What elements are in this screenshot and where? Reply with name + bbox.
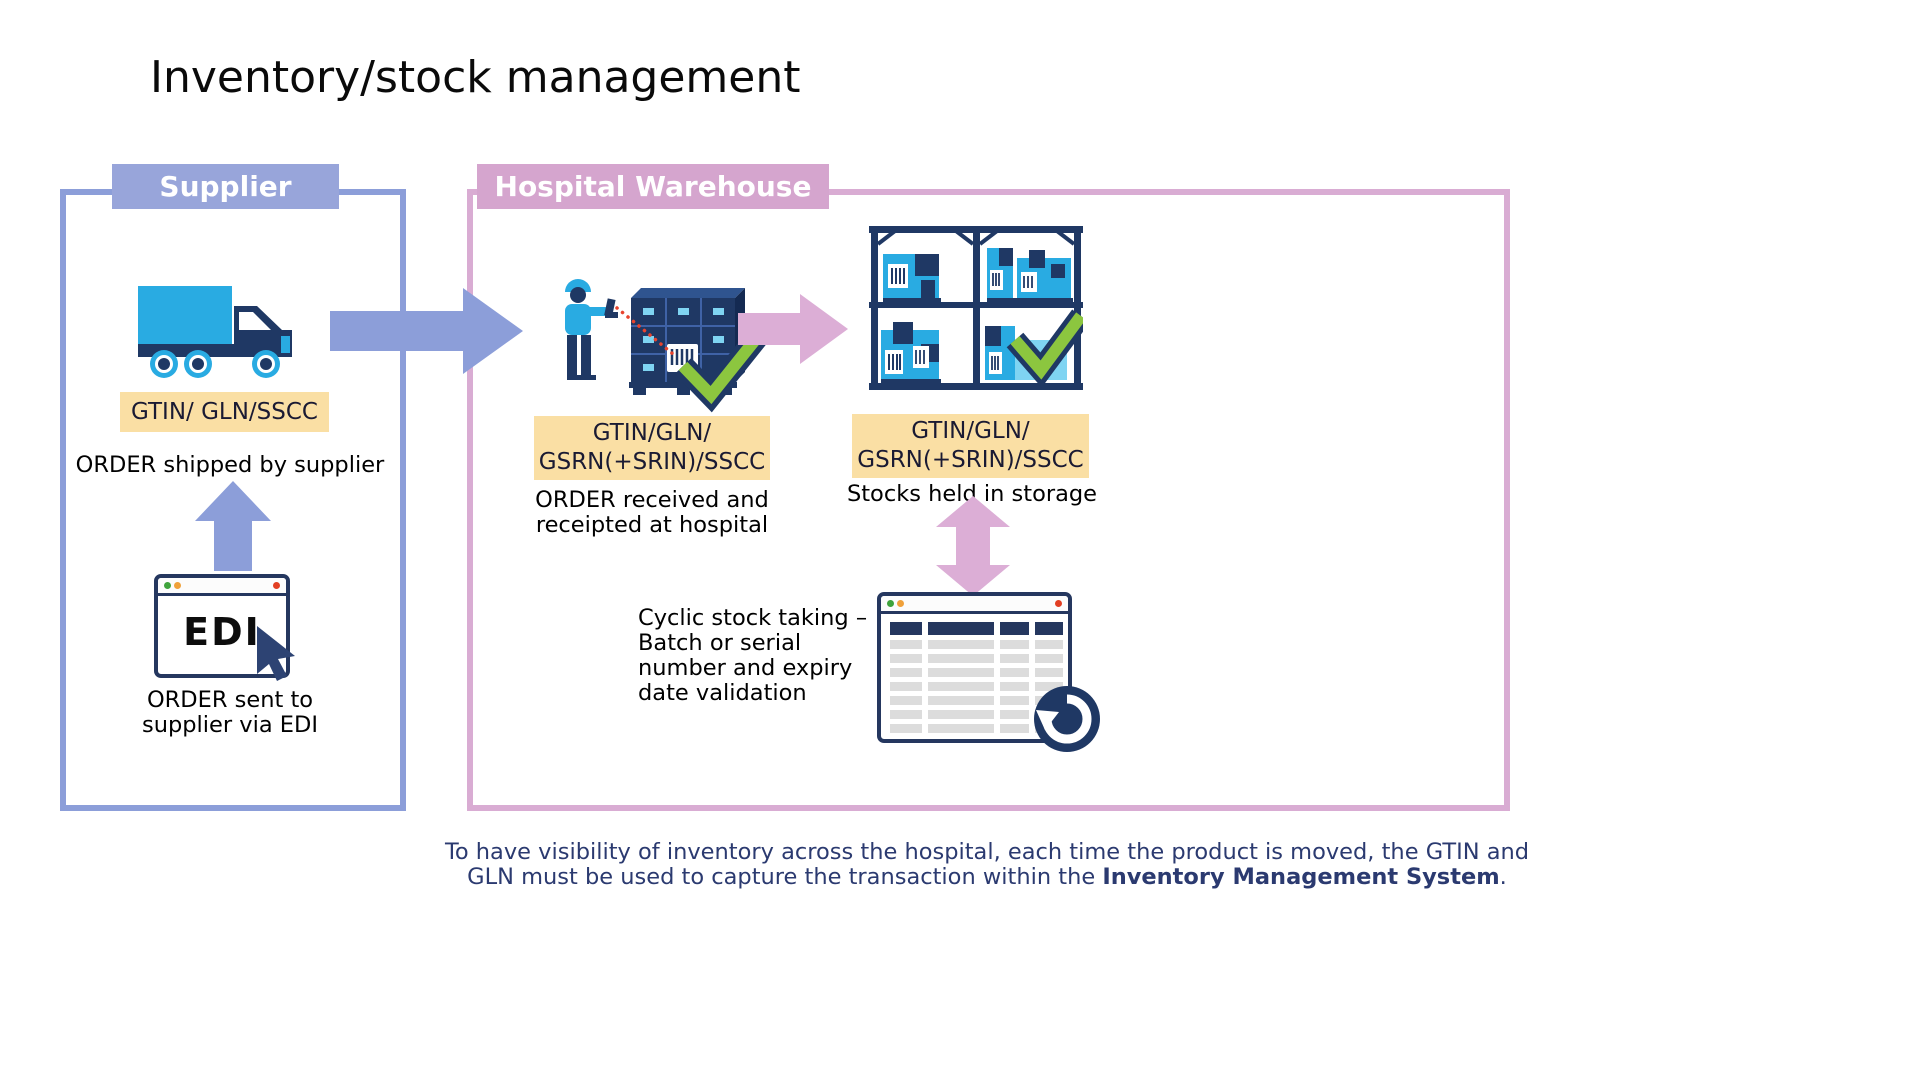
supplier-id-label: GTIN/ GLN/SSCC xyxy=(120,392,329,432)
worker-scanning-icon xyxy=(565,279,768,413)
delivery-truck-icon xyxy=(138,286,292,378)
edi-label: EDI xyxy=(183,610,261,654)
hospital-warehouse-header: Hospital Warehouse xyxy=(477,164,829,209)
supplier-id-text: GTIN/ GLN/SSCC xyxy=(130,398,318,425)
supplier-header: Supplier xyxy=(112,164,339,209)
window-dot-green xyxy=(164,582,171,589)
receiving-id-label: GTIN/GLN/ GSRN(+SRIN)/SSCC xyxy=(534,416,770,480)
order-shipped-caption: ORDER shipped by supplier xyxy=(75,452,385,478)
inventory-table-icon xyxy=(877,592,1072,743)
footer-note: To have visibility of inventory across t… xyxy=(437,840,1537,890)
cursor-icon xyxy=(257,626,295,681)
edi-window-titlebar xyxy=(158,578,286,596)
refresh-icon xyxy=(1034,686,1100,752)
window-dot-green xyxy=(887,600,894,607)
arrow-right-pink-icon xyxy=(738,294,848,364)
arrow-up-icon xyxy=(195,481,271,571)
footer-bold-text: Inventory Management System xyxy=(1102,864,1500,890)
arrow-right-blue-icon xyxy=(330,288,523,374)
footer-line-2: GLN must be used to capture the transact… xyxy=(467,864,1507,890)
window-dot-red xyxy=(273,582,280,589)
cyclic-stock-note: Cyclic stock taking – Batch or serial nu… xyxy=(638,605,868,706)
storage-id-label: GTIN/GLN/ GSRN(+SRIN)/SSCC xyxy=(852,414,1089,478)
window-dot-orange xyxy=(174,582,181,589)
page-title: Inventory/stock management xyxy=(150,52,801,103)
arrow-vertical-double-pink-icon xyxy=(936,496,1010,596)
window-dot-red xyxy=(1055,600,1062,607)
window-dot-orange xyxy=(897,600,904,607)
footer-line-1: To have visibility of inventory across t… xyxy=(444,839,1530,865)
order-sent-caption: ORDER sent to supplier via EDI xyxy=(142,687,318,738)
order-received-caption: ORDER received and receipted at hospital xyxy=(535,487,769,538)
table-window-titlebar xyxy=(881,596,1068,614)
storage-rack-icon xyxy=(869,226,1083,390)
